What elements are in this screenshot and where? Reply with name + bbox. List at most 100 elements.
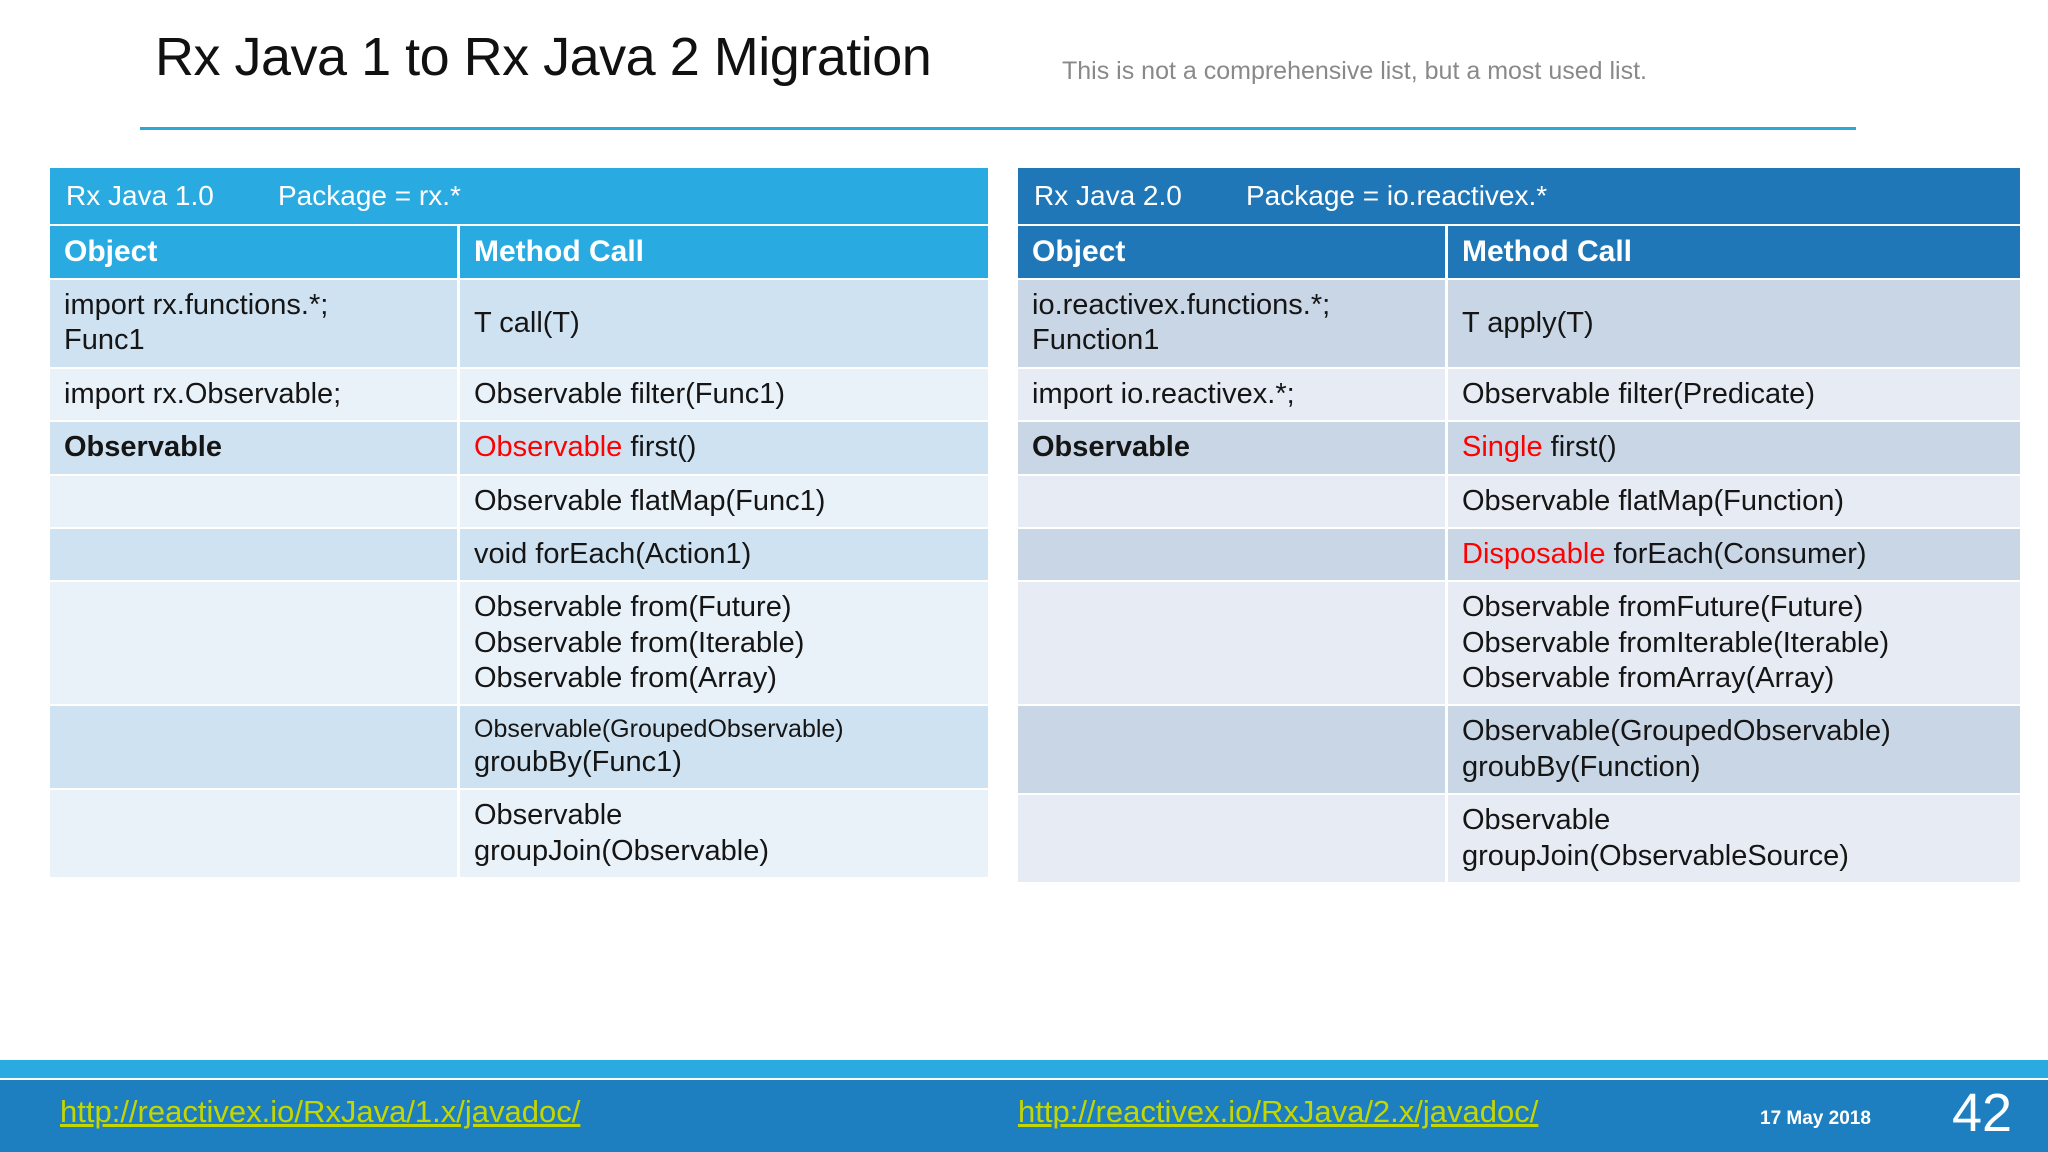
rxjava1-method-cell: Observable flatMap(Func1) (460, 473, 988, 527)
cell-line: Observable(GroupedObservable) (474, 715, 844, 744)
cell-line: T call(T) (474, 306, 580, 339)
table-row: Observable(GroupedObservable)groubBy(Fun… (50, 704, 988, 789)
cell-line: Observable flatMap(Function) (1462, 484, 1844, 517)
rxjava1-method-cell: Observable from(Future)Observable from(I… (460, 580, 988, 705)
cell-line: Observable fromFuture(Future) (1462, 591, 1864, 624)
rxjava1-method-cell: Observable first() (460, 420, 988, 474)
rxjava2-version: Rx Java 2.0 (1034, 180, 1182, 211)
cell-line: io.reactivex.functions.*; (1032, 289, 1331, 321)
footer-accent-strip (0, 1060, 2048, 1078)
cell-line: Observable (1462, 804, 1611, 837)
rxjava2-method-cell: Observable filter(Predicate) (1448, 366, 2020, 421)
cell-line: Single first() (1462, 431, 1617, 464)
cell-line: import rx.functions.*; (64, 289, 329, 321)
table-row: Disposable forEach(Consumer) (1018, 526, 2020, 581)
page-title: Rx Java 1 to Rx Java 2 Migration (155, 27, 932, 87)
rxjava1-method-cell: void forEach(Action1) (460, 526, 988, 581)
cell-line: Observable from(Iterable) (474, 626, 805, 659)
slide-date: 17 May 2018 (1760, 1108, 1871, 1129)
cell-line: Observable fromArray(Array) (1462, 662, 1835, 694)
cell-line: Observable(GroupedObservable) (1462, 715, 1891, 748)
cell-line: Observable (1032, 431, 1190, 464)
cell-line: import rx.Observable; (64, 377, 342, 410)
rxjava2-object-cell (1018, 793, 1448, 882)
rxjava2-object-cell (1018, 704, 1448, 794)
rxjava1-object-cell: import rx.functions.*;Func1 (50, 278, 460, 367)
cell-line: Func1 (64, 324, 145, 357)
rxjava1-version: Rx Java 1.0 (66, 180, 214, 211)
cell-line: T apply(T) (1462, 306, 1594, 339)
table-row: Observable flatMap(Func1) (50, 473, 988, 527)
page-subtitle: This is not a comprehensive list, but a … (1062, 57, 1647, 85)
rxjava2-method-cell: Observable fromFuture(Future)Observable … (1448, 580, 2020, 705)
cell-line: Function1 (1032, 324, 1160, 357)
slide-footer: http://reactivex.io/RxJava/1.x/javadoc/ … (0, 1080, 2048, 1152)
table-row: Observable(GroupedObservable)groubBy(Fun… (1018, 704, 2020, 794)
rxjava2-object-cell: import io.reactivex.*; (1018, 366, 1448, 421)
rxjava1-javadoc-link[interactable]: http://reactivex.io/RxJava/1.x/javadoc/ (60, 1094, 581, 1129)
highlighted-type: Single (1462, 431, 1543, 464)
rxjava1-method-cell: Observable(GroupedObservable)groubBy(Fun… (460, 704, 988, 789)
rxjava2-object-cell (1018, 580, 1448, 705)
highlighted-type: Observable (474, 431, 623, 464)
rxjava1-col-method: Method Call (460, 224, 988, 278)
rxjava1-object-cell (50, 580, 460, 705)
rxjava2-caption: Rx Java 2.0 Package = io.reactivex.* (1018, 168, 2020, 224)
rxjava2-method-cell: T apply(T) (1448, 278, 2020, 367)
rxjava2-object-cell (1018, 526, 1448, 581)
cell-line: groupJoin(Observable) (474, 834, 769, 867)
rxjava2-method-cell: Disposable forEach(Consumer) (1448, 526, 2020, 581)
rxjava1-object-cell (50, 526, 460, 581)
cell-line: Observable flatMap(Func1) (474, 484, 826, 517)
rxjava2-method-cell: Observable flatMap(Function) (1448, 473, 2020, 527)
slide-header: Rx Java 1 to Rx Java 2 Migration This is… (0, 0, 2048, 130)
cell-line: Observable from(Array) (474, 662, 777, 694)
rxjava1-header-row: Object Method Call (50, 224, 988, 278)
cell-line: groubBy(Func1) (474, 745, 682, 778)
rxjava1-object-cell (50, 788, 460, 877)
rxjava1-object-cell (50, 704, 460, 789)
cell-line: Observable from(Future) (474, 591, 792, 624)
cell-line: Observable fromIterable(Iterable) (1462, 626, 1890, 659)
title-divider (140, 127, 1856, 130)
highlighted-type: Disposable (1462, 537, 1606, 570)
cell-line: Disposable forEach(Consumer) (1462, 537, 1867, 570)
rxjava1-object-cell: Observable (50, 420, 460, 474)
cell-line: groupJoin(ObservableSource) (1462, 839, 1849, 872)
rxjava2-object-cell (1018, 473, 1448, 527)
rxjava1-object-cell: import rx.Observable; (50, 366, 460, 421)
table-row: void forEach(Action1) (50, 526, 988, 581)
table-row: io.reactivex.functions.*;Function1 T appl… (1018, 278, 2020, 367)
rxjava2-table: Rx Java 2.0 Package = io.reactivex.* Obje… (1018, 168, 2020, 882)
cell-line: Observable (64, 431, 222, 464)
cell-line: Observable filter(Predicate) (1462, 377, 1815, 410)
slide-page-number: 42 (1952, 1083, 2013, 1143)
rxjava1-object-cell (50, 473, 460, 527)
rxjava1-caption: Rx Java 1.0 Package = rx.* (50, 168, 988, 224)
cell-line: Observable (474, 799, 623, 832)
rxjava2-method-cell: Observable(GroupedObservable)groubBy(Fun… (1448, 704, 2020, 794)
table-row: Observable Single first() (1018, 420, 2020, 474)
rxjava2-javadoc-link[interactable]: http://reactivex.io/RxJava/2.x/javadoc/ (1018, 1094, 1539, 1129)
rxjava2-object-cell: io.reactivex.functions.*;Function1 (1018, 278, 1448, 367)
cell-line: import io.reactivex.*; (1032, 377, 1295, 410)
table-row: import rx.functions.*;Func1 T call(T) (50, 278, 988, 367)
rxjava2-col-method: Method Call (1448, 224, 2020, 278)
rxjava1-col-object: Object (50, 224, 460, 278)
rxjava2-header-row: Object Method Call (1018, 224, 2020, 278)
rxjava2-package: Package = io.reactivex.* (1246, 180, 1548, 211)
rxjava2-method-cell: Single first() (1448, 420, 2020, 474)
table-row: Observable fromFuture(Future)Observable … (1018, 580, 2020, 705)
cell-line: Observable filter(Func1) (474, 377, 786, 410)
table-row: Observable flatMap(Function) (1018, 473, 2020, 527)
rxjava1-method-cell: Observable filter(Func1) (460, 366, 988, 421)
cell-line: groubBy(Function) (1462, 750, 1701, 783)
rxjava1-package: Package = rx.* (278, 180, 461, 211)
